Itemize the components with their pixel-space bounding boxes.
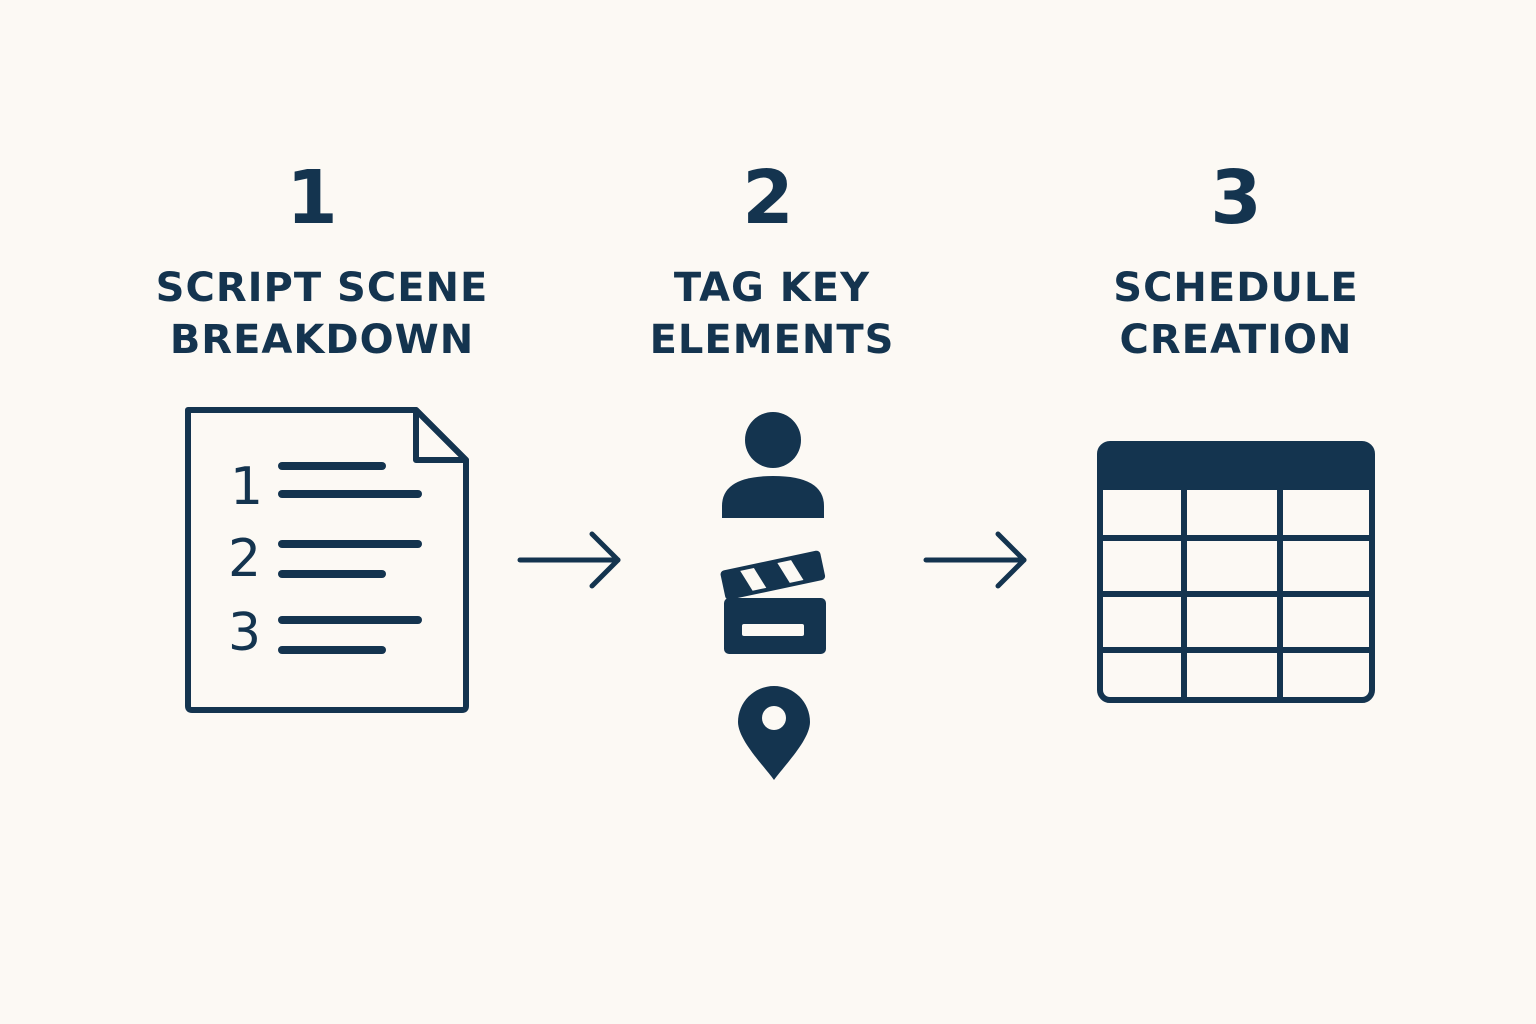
document-list-number-1: 1 (230, 457, 263, 517)
step-2-number: 2 (742, 155, 794, 241)
document-list-number-3: 3 (228, 603, 261, 663)
step-1-number: 1 (286, 155, 338, 241)
step-2-title-line-2: ELEMENTS (649, 317, 895, 363)
clapperboard-icon (720, 550, 826, 654)
numbered-document-icon: 1 2 3 (185, 407, 469, 713)
arrow-right-icon (517, 531, 621, 589)
person-icon (722, 412, 824, 518)
step-3-title: SCHEDULE CREATION (1026, 262, 1446, 366)
step-2-title: TAG KEY ELEMENTS (562, 262, 982, 366)
step-3-number: 3 (1210, 155, 1262, 241)
step-1-title-line-1: SCRIPT SCENE (155, 265, 489, 311)
document-list-number-2: 2 (228, 529, 261, 589)
step-2-title-line-1: TAG KEY (673, 265, 871, 311)
schedule-grid-icon (1097, 441, 1375, 703)
step-1-title-line-2: BREAKDOWN (169, 317, 475, 363)
step-3-title-line-1: SCHEDULE (1113, 265, 1359, 311)
step-3-title-line-2: CREATION (1119, 317, 1353, 363)
location-pin-icon (738, 686, 810, 780)
arrow-right-icon (923, 531, 1027, 589)
step-1-title: SCRIPT SCENE BREAKDOWN (112, 262, 532, 366)
